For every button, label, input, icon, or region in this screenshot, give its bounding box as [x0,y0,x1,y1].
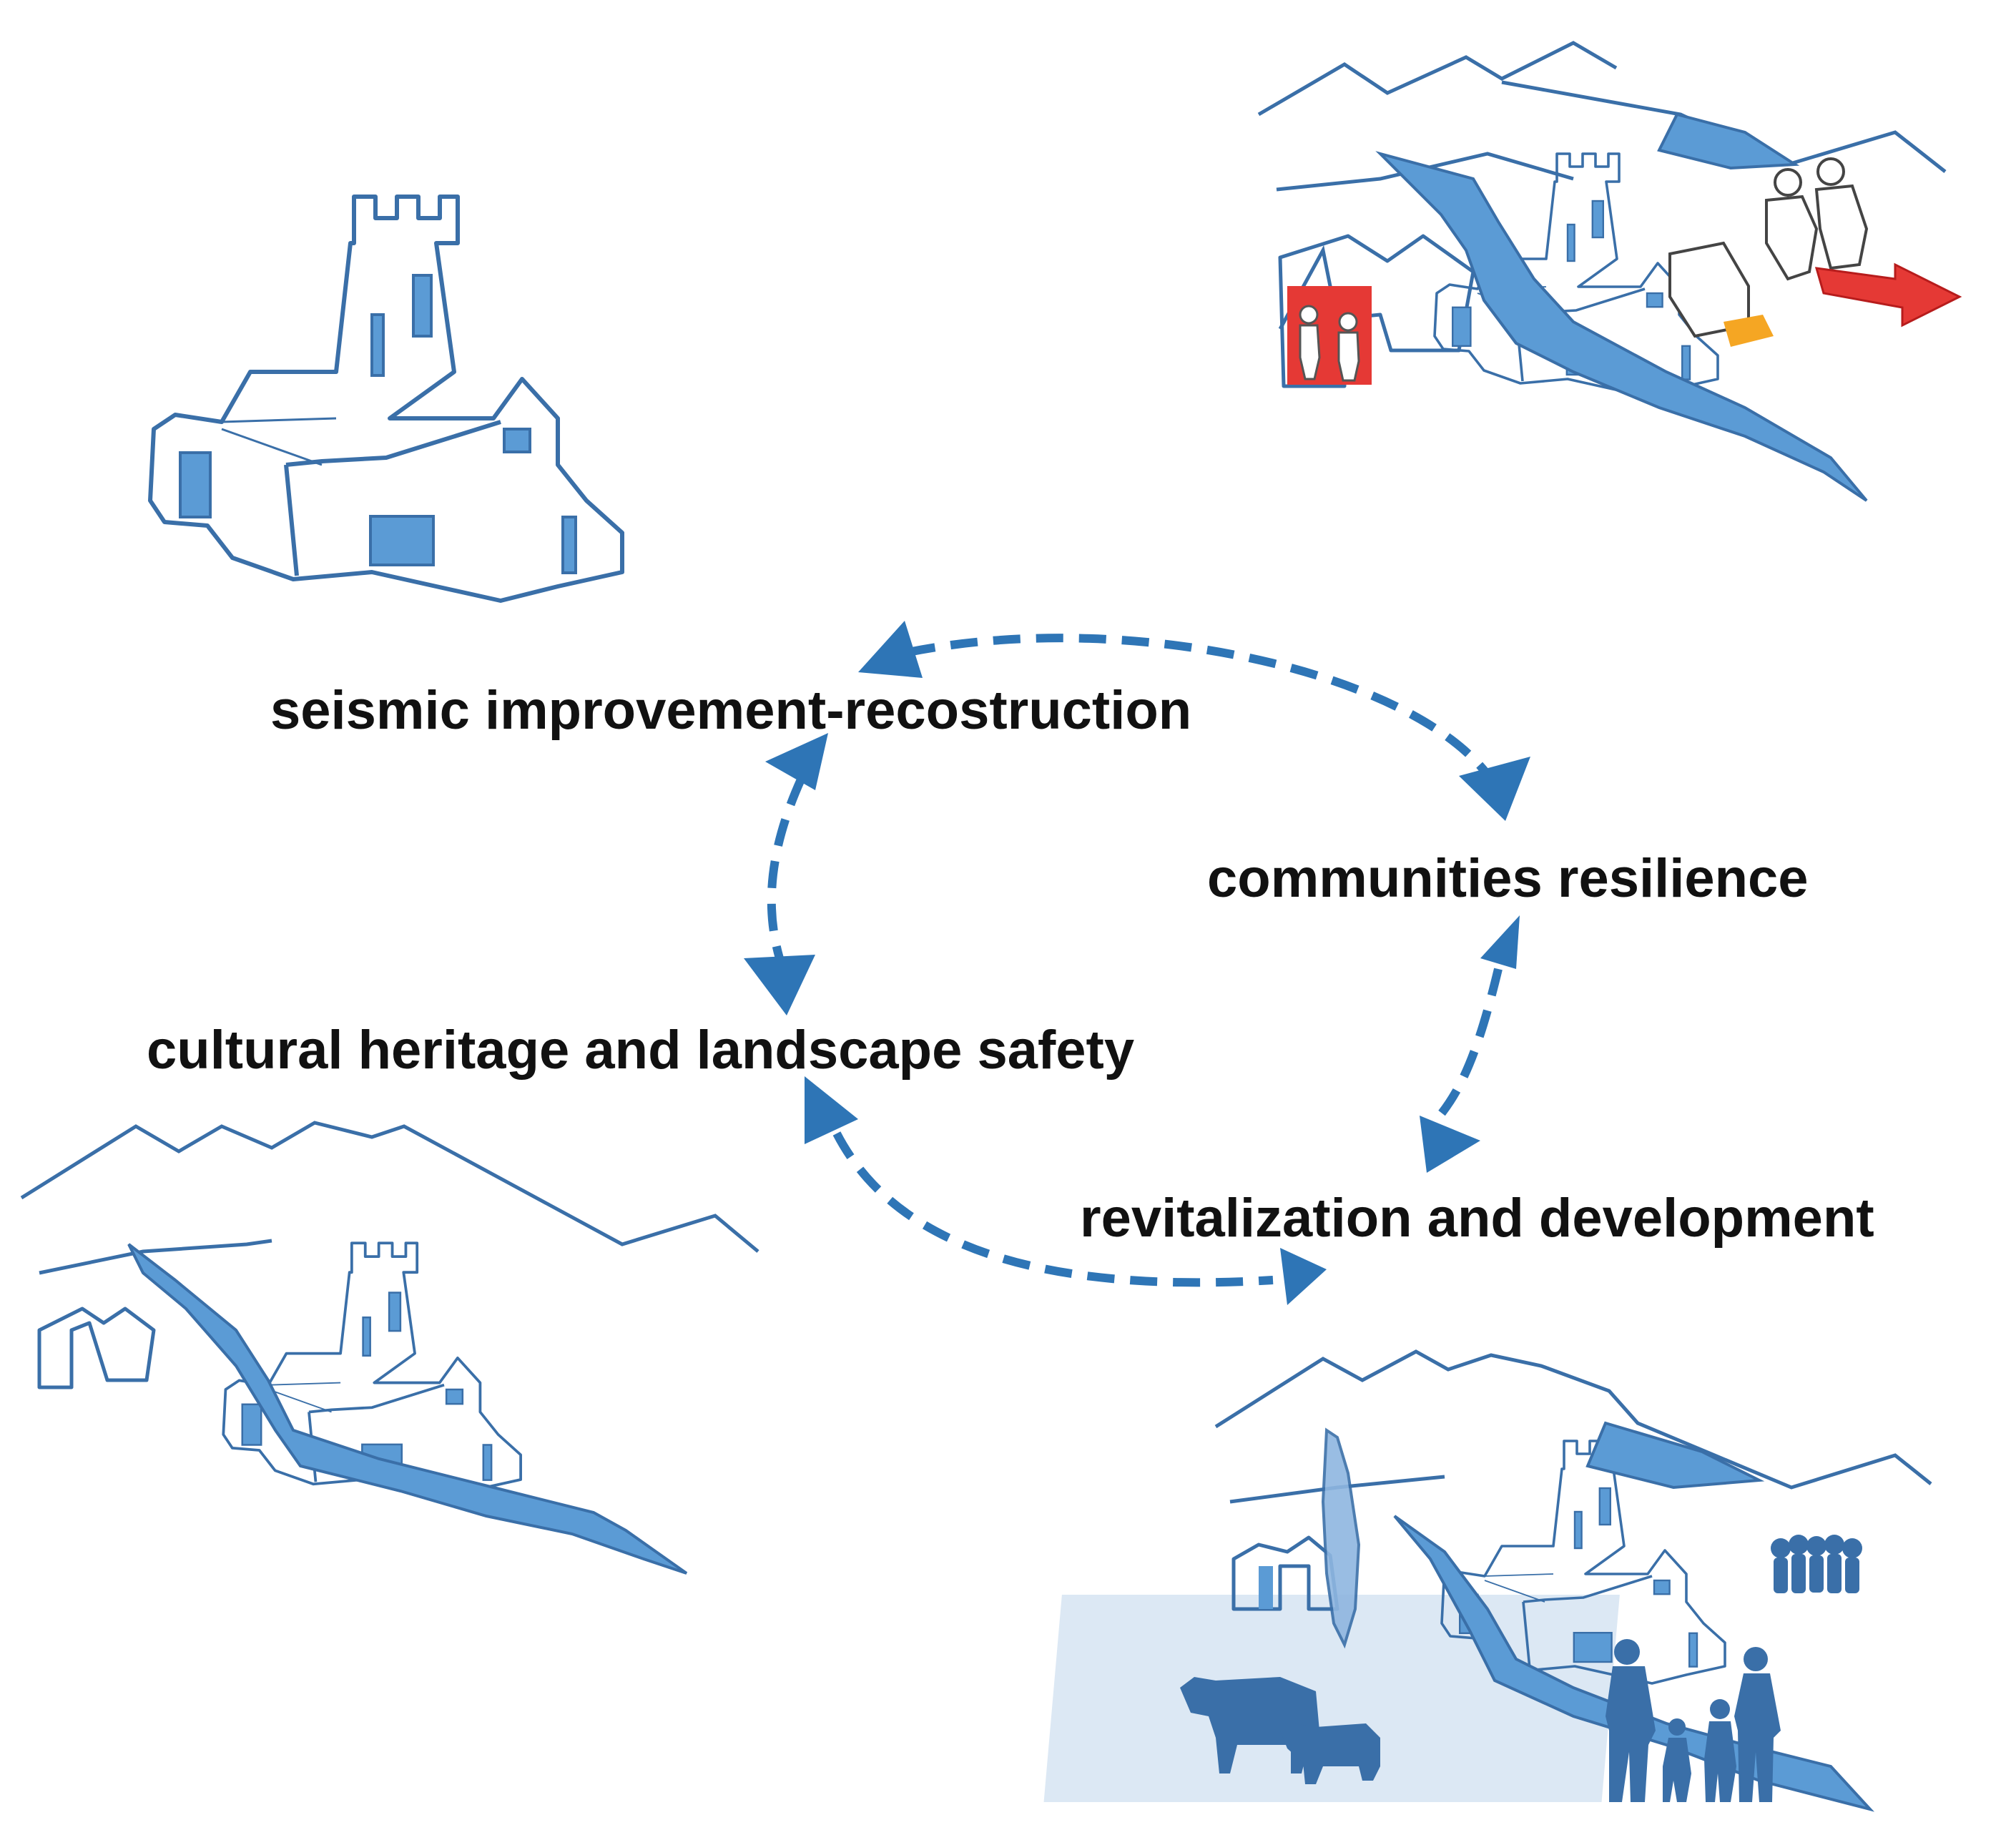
arrow-revital-cultural-head-right [1280,1248,1327,1305]
arrow-revital-cultural-head-left [805,1076,858,1144]
cycle-arrows [744,621,1530,1305]
arrow-seismic-community-head-left [858,621,923,678]
arrow-cultural-seismic-head-bottom [744,955,815,1015]
label-revitalization: revitalization and development [1080,1188,1874,1249]
arrow-cultural-seismic-head-top [765,733,828,790]
village-landscape-icon [20,1121,759,1575]
arrow-community-revital-head-top [1480,915,1520,969]
arrow-community-revital [1430,968,1503,1126]
label-communities-resilience: communities resilience [1207,848,1809,909]
label-seismic-improvement: seismic improvement-recostruction [270,680,1192,741]
label-cultural-heritage: cultural heritage and landscape safety [147,1020,1135,1081]
arrow-seismic-community [907,634,1495,782]
arrow-cultural-seismic [767,777,805,960]
village-reconstruction-icon [1257,41,1962,502]
arrow-community-revital-head-bottom [1420,1116,1480,1173]
arrow-revital-cultural [832,1131,1274,1287]
tower-house-icon [150,197,622,601]
village-community-icon [1043,1349,1932,1812]
arrow-seismic-community-head-right [1459,757,1530,821]
